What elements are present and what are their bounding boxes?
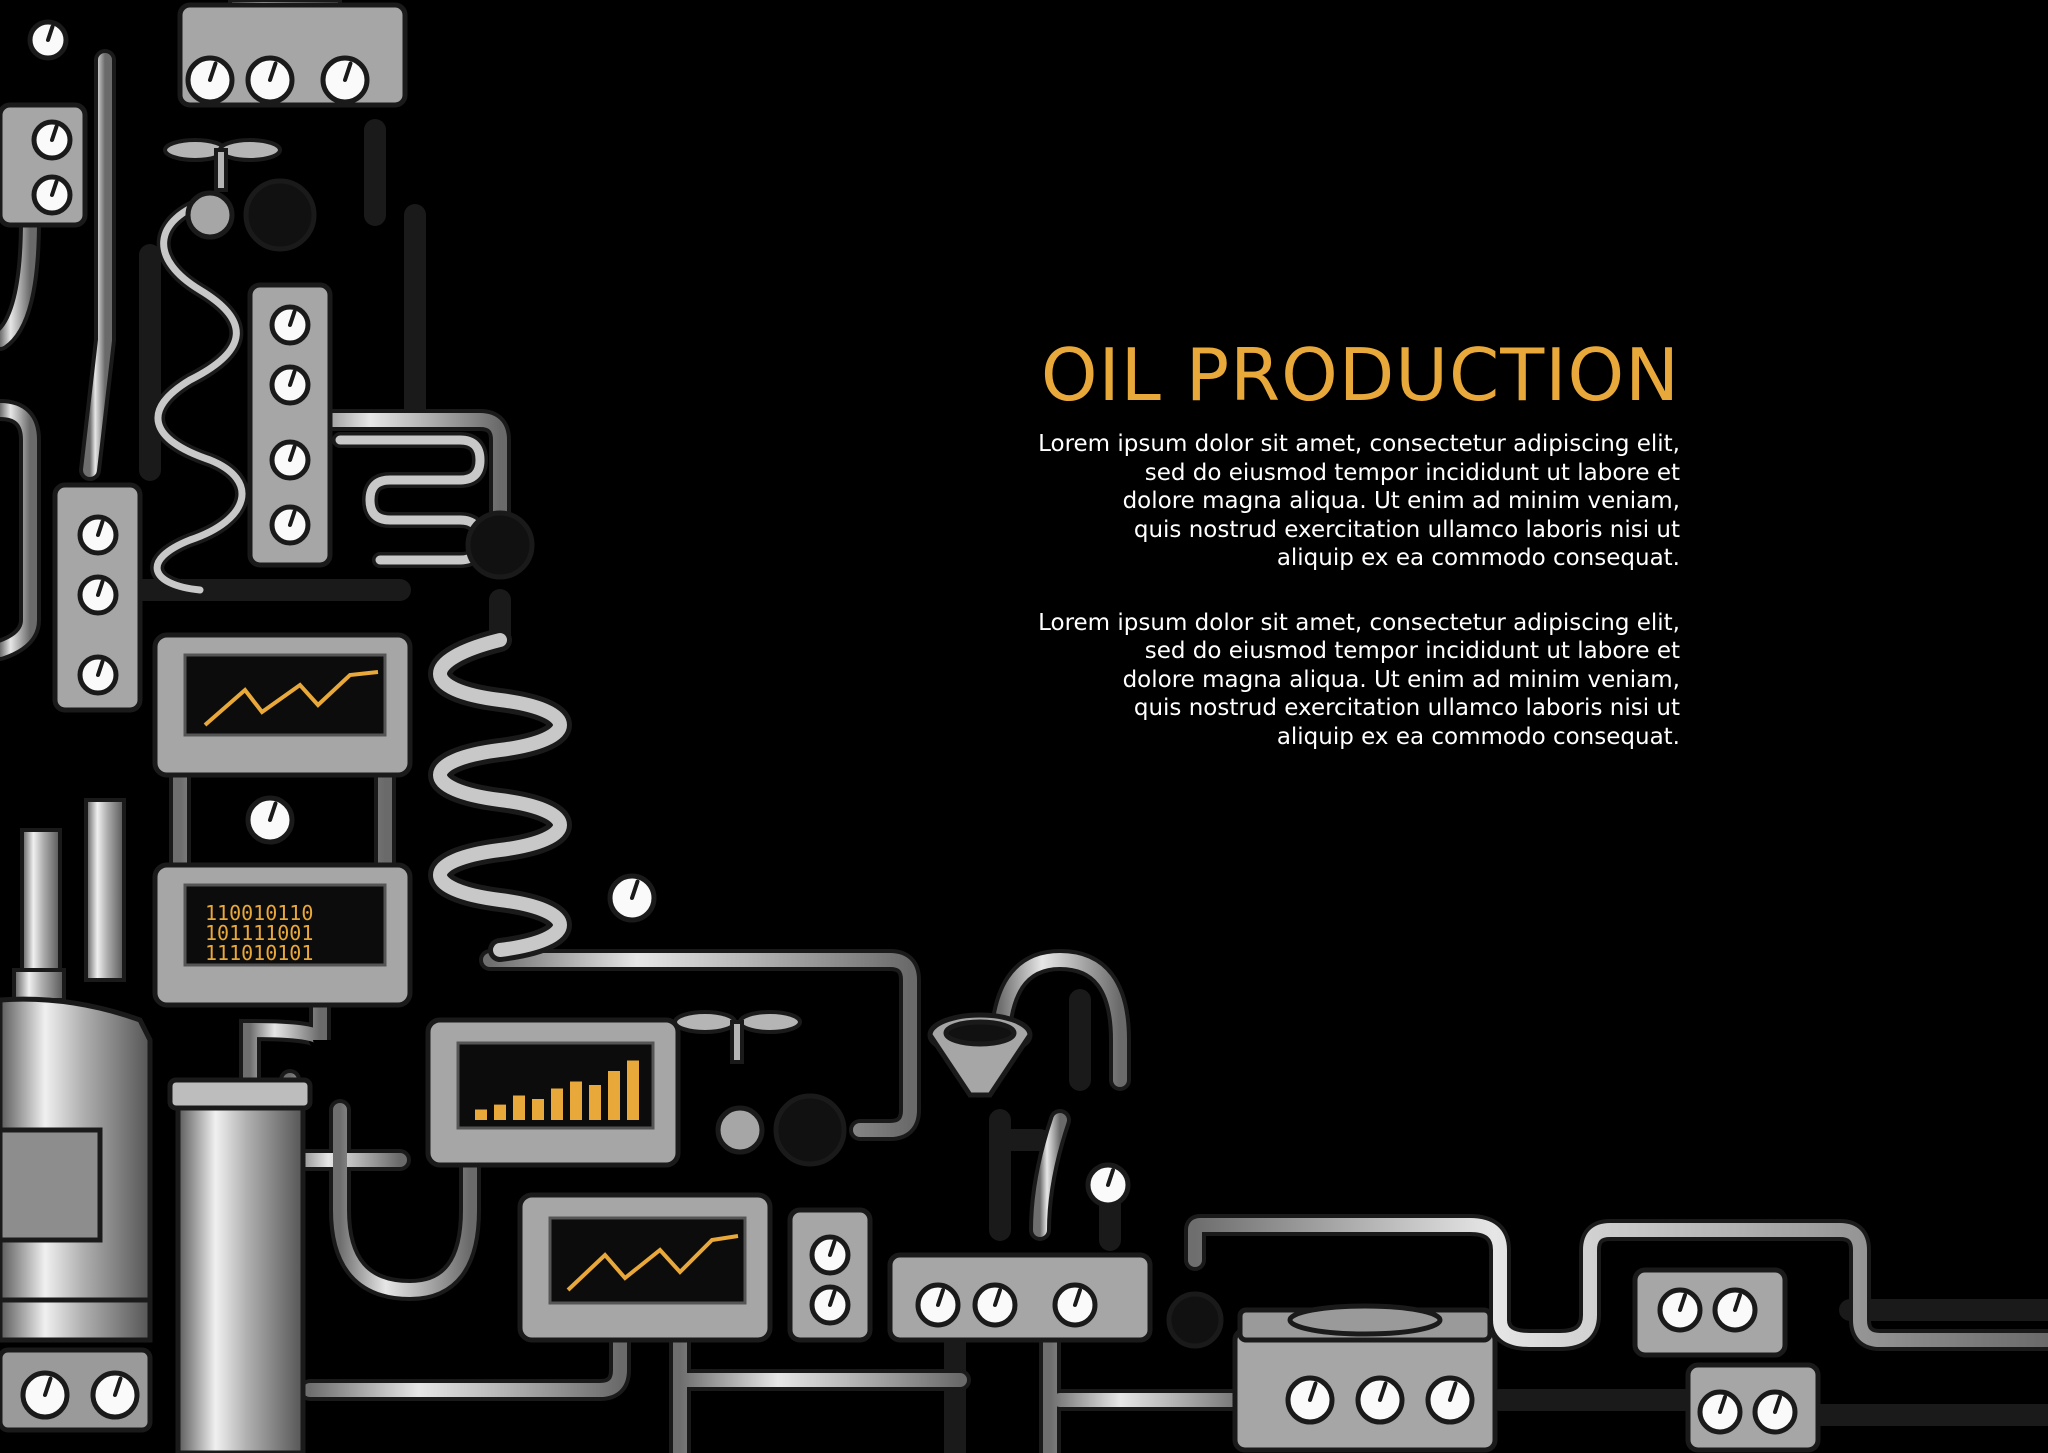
funnel-icon (927, 1012, 1033, 1098)
gauge-icon (972, 1282, 1018, 1328)
body-paragraph-2: Lorem ipsum dolor sit amet, consectetur … (920, 609, 1680, 752)
paragraph-line: quis nostrud exercitation ullamco labori… (1133, 695, 1680, 721)
gauge-icon (269, 439, 311, 481)
screen-bar (532, 1099, 544, 1120)
gauge-icon (185, 55, 235, 105)
screens (183, 653, 747, 1305)
storage-tank-left (0, 996, 153, 1433)
gauge-icon (269, 504, 311, 546)
gauge-icon (20, 1370, 70, 1420)
gauge-icon (90, 1370, 140, 1420)
gauge-icon (1085, 1162, 1131, 1208)
binary-row: 110010110 (205, 901, 313, 925)
gauge-icon (1285, 1375, 1335, 1425)
gauge-icon (1712, 1287, 1758, 1333)
binary-row: 111010101 (205, 941, 313, 965)
gauge-icon (320, 55, 370, 105)
paragraph-line: dolore magna aliqua. Ut enim ad minim ve… (1122, 488, 1680, 514)
screen-bar (589, 1085, 601, 1120)
tank-lid (1237, 1303, 1493, 1343)
paragraph-line: Lorem ipsum dolor sit amet, consectetur … (1038, 431, 1680, 457)
gauge-icon (31, 174, 73, 216)
gauge-icon (1052, 1282, 1098, 1328)
text-block: OIL PRODUCTION Lorem ipsum dolor sit ame… (920, 330, 1680, 787)
gauge-icon (1752, 1389, 1798, 1435)
binary-row: 101111001 (205, 921, 313, 945)
paragraph-line: quis nostrud exercitation ullamco labori… (1133, 516, 1680, 543)
gauge-icon (77, 514, 119, 556)
gauge-icon (1355, 1375, 1405, 1425)
screen-bar (627, 1060, 639, 1120)
screen-line-graph-top (203, 670, 379, 727)
radiator-coil (332, 432, 489, 568)
screen-bar (494, 1104, 506, 1120)
paragraph-line: aliquip ex ea commodo consequat. (1276, 723, 1680, 750)
paragraph-line: dolore magna aliqua. Ut enim ad minim ve… (1122, 666, 1680, 693)
gauge-icon (809, 1284, 851, 1326)
body-paragraph-1: Lorem ipsum dolor sit amet, consectetur … (920, 430, 1680, 573)
gauge-icon (27, 19, 69, 61)
page-title: OIL PRODUCTION (1040, 333, 1680, 417)
screen-bar (570, 1081, 582, 1120)
valve-wheel-icon (163, 138, 802, 1064)
paragraph-line: aliquip ex ea commodo consequat. (1276, 545, 1680, 571)
gauge-icon (1425, 1375, 1475, 1425)
glass-bulbs (185, 178, 1224, 1349)
screen-bar (551, 1088, 563, 1120)
paragraph-line: sed do eiusmod tempor incididunt ut labo… (1144, 638, 1680, 664)
gauge-icon (31, 119, 73, 161)
gauge-cluster (20, 19, 1798, 1435)
gauge-icon (245, 55, 295, 105)
screen-bar (475, 1109, 487, 1120)
paragraph-line: Lorem ipsum dolor sit amet, consectetur … (1038, 609, 1680, 636)
screen-bar-chart (475, 1060, 639, 1120)
gauge-icon (809, 1234, 851, 1276)
gauge-icon (1697, 1389, 1743, 1435)
gauge-icon (269, 304, 311, 346)
screen-line-graph-bottom (566, 1234, 739, 1292)
gauge-icon (77, 654, 119, 696)
gauge-icon (607, 873, 657, 923)
gauge-icon (77, 574, 119, 616)
paragraph-line: sed do eiusmod tempor incididunt ut labo… (1144, 459, 1680, 486)
gauge-icon (915, 1282, 961, 1328)
screen-bar (513, 1095, 525, 1120)
storage-tank-middle (167, 1077, 313, 1453)
gauge-icon (1657, 1287, 1703, 1333)
screen-bar (608, 1071, 620, 1120)
gauge-icon (269, 364, 311, 406)
gauge-icon (245, 795, 295, 845)
binary-display: 110010110 101111001 111010101 (205, 901, 313, 965)
